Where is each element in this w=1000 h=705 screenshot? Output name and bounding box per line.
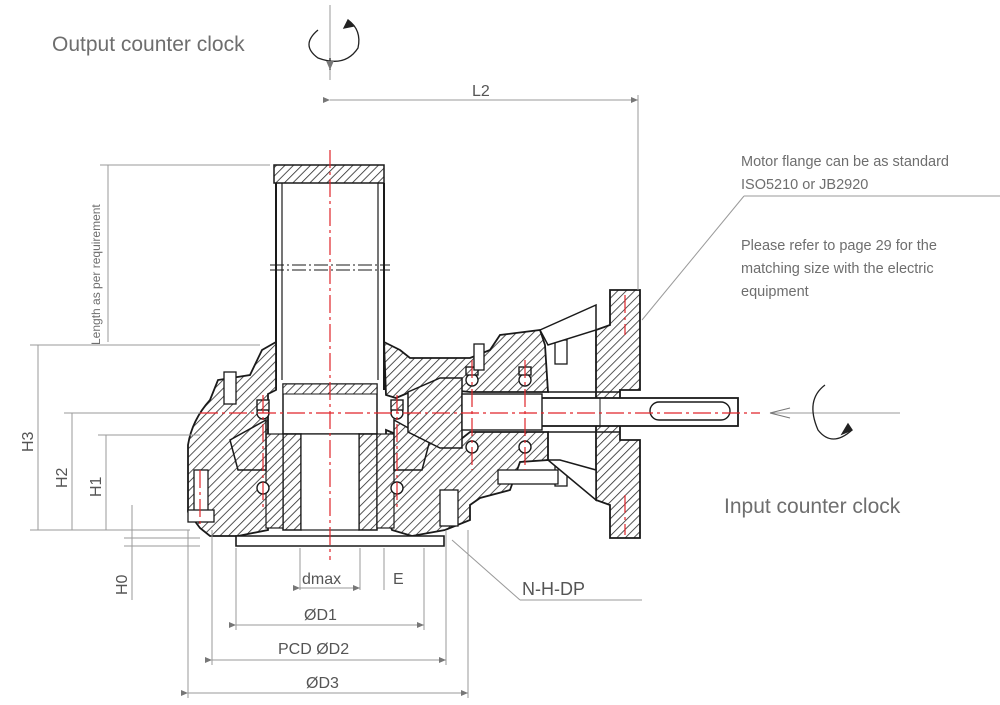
bevel-gear [229, 418, 431, 471]
output-direction-label: Output counter clock [52, 33, 245, 56]
input-shaft [461, 393, 739, 431]
centerlines [199, 150, 760, 560]
dim-l2-label: L2 [472, 83, 490, 100]
dim-d1-label: ØD1 [304, 607, 337, 624]
dimension-lines [30, 5, 1000, 698]
dim-dmax-label: dmax [302, 571, 341, 588]
dim-d3-label: ØD3 [306, 675, 339, 692]
flange-note-line2: ISO5210 or JB2920 [741, 177, 868, 193]
input-direction-label: Input counter clock [724, 495, 901, 518]
output-tube [270, 164, 390, 390]
annotation-labels: Output counter clock Input counter clock… [52, 33, 949, 518]
dim-h2-label: H2 [54, 467, 71, 488]
refer-note-line2: matching size with the electric [741, 261, 934, 277]
input-rotation-arrow-icon [812, 384, 853, 440]
refer-note-line1: Please refer to page 29 for the [741, 238, 937, 254]
flange-note-line1: Motor flange can be as standard [741, 154, 949, 170]
length-note-label: Length as per requirement [89, 204, 103, 345]
refer-note-line3: equipment [741, 284, 809, 300]
dim-h0-label: H0 [114, 574, 131, 595]
dimension-labels: L2 H3 H2 H1 H0 dmax E ØD1 PCD ØD2 ØD3 N-… [20, 83, 585, 692]
dim-h3-label: H3 [20, 431, 37, 452]
output-rotation-arrow-icon [308, 18, 360, 70]
gearbox-housing [187, 329, 549, 547]
dim-d2-label: PCD ØD2 [278, 641, 349, 658]
dim-n-h-dp-label: N-H-DP [522, 579, 585, 599]
dim-h1-label: H1 [88, 476, 105, 497]
dim-e-label: E [393, 571, 404, 588]
